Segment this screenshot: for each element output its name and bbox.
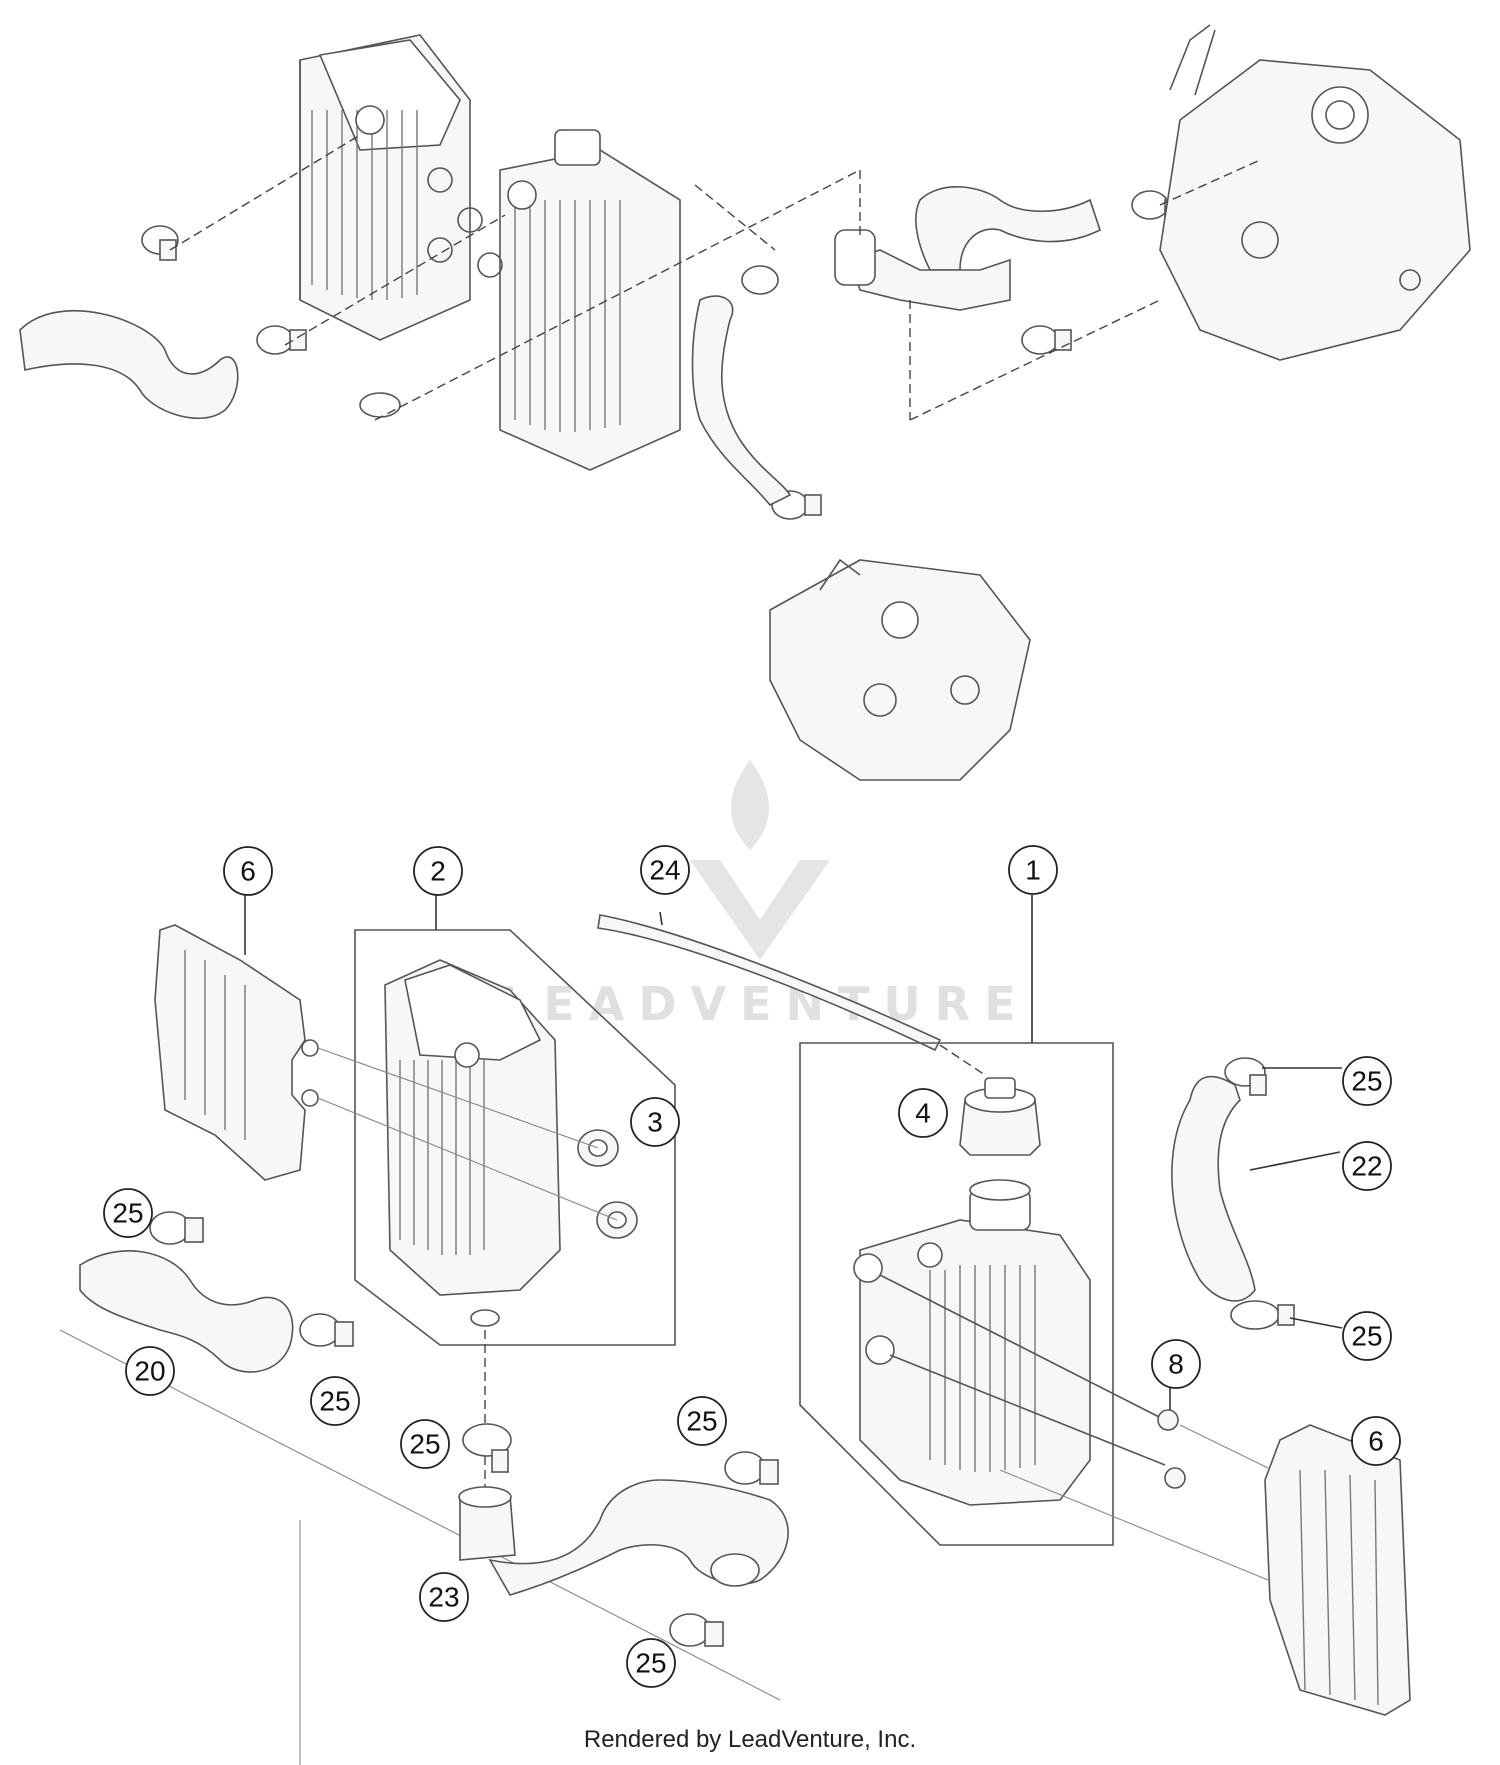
hose-23-clamps — [669, 1451, 779, 1647]
callout-6-left: 6 — [223, 846, 273, 896]
svg-text:25: 25 — [686, 1406, 717, 1437]
top-cylinder — [769, 558, 1031, 781]
callout-25-a: 25 — [1342, 1056, 1392, 1106]
svg-text:25: 25 — [409, 1429, 440, 1460]
right-shroud — [1264, 1424, 1411, 1716]
callout-22: 22 — [1342, 1141, 1392, 1191]
callout-24: 24 — [640, 845, 690, 895]
watermark-logo: LEADVENTURE — [500, 760, 1030, 1031]
svg-text:20: 20 — [134, 1356, 165, 1387]
svg-text:25: 25 — [1351, 1066, 1382, 1097]
callout-25-c: 25 — [103, 1188, 153, 1238]
svg-text:2: 2 — [430, 856, 446, 887]
callout-4: 4 — [898, 1088, 948, 1138]
top-hose-right — [915, 186, 1101, 271]
watermark-text: LEADVENTURE — [500, 977, 1030, 1031]
svg-text:24: 24 — [649, 855, 680, 886]
render-credit: Rendered by LeadVenture, Inc. — [583, 1726, 917, 1753]
top-dash-lines — [169, 134, 1261, 421]
callout-20: 20 — [125, 1346, 175, 1396]
svg-text:22: 22 — [1351, 1151, 1382, 1182]
callout-25-f: 25 — [677, 1396, 727, 1446]
callout-25-e: 25 — [400, 1419, 450, 1469]
guide-line — [59, 1329, 781, 1701]
callout-25-b: 25 — [1342, 1311, 1392, 1361]
left-shroud — [154, 924, 306, 1181]
svg-text:6: 6 — [240, 856, 256, 887]
svg-text:25: 25 — [112, 1198, 143, 1229]
radiator-1 — [853, 1179, 1091, 1506]
top-hose-left — [19, 309, 239, 420]
svg-text:25: 25 — [319, 1386, 350, 1417]
leader-lines — [244, 895, 1343, 1410]
callout-25-d: 25 — [310, 1376, 360, 1426]
top-hose-center — [691, 295, 792, 507]
callout-23: 23 — [419, 1572, 469, 1622]
top-right-radiator — [457, 129, 681, 471]
callout-8: 8 — [1151, 1339, 1201, 1389]
callout-25-g: 25 — [626, 1638, 676, 1688]
top-assembly — [19, 24, 1471, 781]
radiator-cap-4 — [959, 1077, 1041, 1156]
svg-text:23: 23 — [428, 1582, 459, 1613]
radiator-1-outline — [799, 1042, 1114, 1546]
svg-text:8: 8 — [1168, 1349, 1184, 1380]
top-crankcase-cover — [1159, 24, 1471, 361]
callout-3: 3 — [630, 1097, 680, 1147]
hose-20-clamps — [149, 1211, 354, 1347]
overflow-hose-24 — [597, 914, 942, 1052]
hose-23 — [458, 1330, 789, 1596]
svg-text:3: 3 — [647, 1107, 663, 1138]
svg-text:1: 1 — [1025, 855, 1041, 886]
hose-20 — [79, 1250, 294, 1373]
top-left-radiator — [299, 34, 471, 341]
callout-1: 1 — [1008, 845, 1058, 895]
grommets-3 — [577, 1129, 638, 1239]
hose-22-clamps — [1224, 1057, 1295, 1330]
svg-text:25: 25 — [635, 1648, 666, 1679]
hose-22 — [1171, 1075, 1256, 1302]
callout-2: 2 — [413, 846, 463, 896]
radiator-2-outline — [354, 929, 676, 1346]
callout-6-right: 6 — [1351, 1416, 1401, 1466]
bolts-8 — [879, 1274, 1186, 1489]
svg-text:4: 4 — [915, 1098, 931, 1129]
svg-text:6: 6 — [1368, 1426, 1384, 1457]
svg-text:25: 25 — [1351, 1321, 1382, 1352]
radiator-2 — [384, 959, 561, 1327]
